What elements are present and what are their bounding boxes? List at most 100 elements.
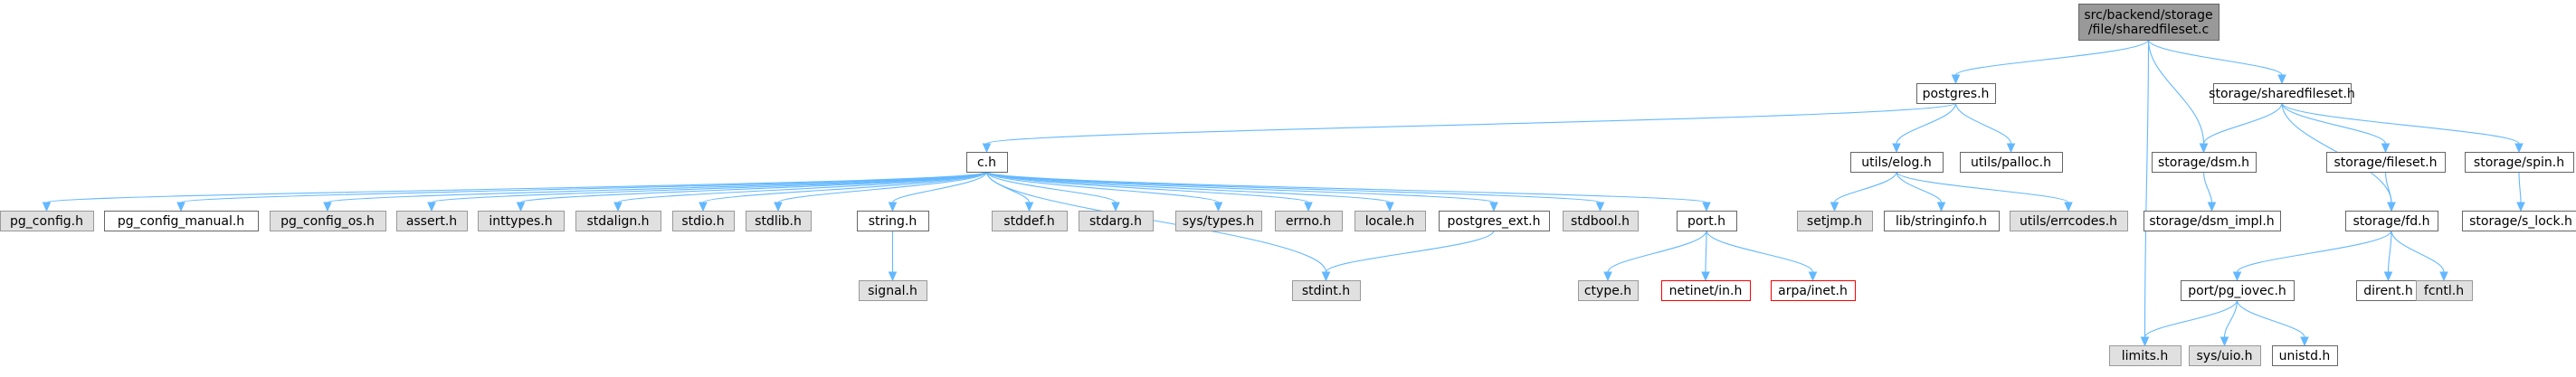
node-signal-h: signal.h <box>859 280 927 301</box>
node-label: inttypes.h <box>489 214 552 229</box>
edge-root-to-limits_h <box>2140 39 2150 347</box>
node-label: errno.h <box>1286 214 1331 229</box>
node-port-pg-iovec-h[interactable]: port/pg_iovec.h <box>2181 280 2295 301</box>
node-storage-dsm-h[interactable]: storage/dsm.h <box>2152 152 2257 173</box>
node-box <box>857 211 929 231</box>
edges-layer <box>42 39 2525 347</box>
node-netinet-in-h: netinet/in.h <box>1661 280 1751 301</box>
edge-c_h-to-string_h <box>888 171 988 212</box>
node-label: storage/spin.h <box>2474 156 2564 170</box>
nodes-layer: src/backend/storage/file/sharedfileset.c… <box>0 4 2576 366</box>
node-utils-palloc-h[interactable]: utils/palloc.h <box>1960 152 2063 173</box>
node-label: unistd.h <box>2279 349 2331 363</box>
edge-c_h-to-stdbool_h <box>985 171 1605 212</box>
node-stdbool-h: stdbool.h <box>1563 211 1639 231</box>
node-fcntl-h: fcntl.h <box>2416 280 2473 301</box>
node-box <box>1661 280 1751 301</box>
node-box <box>0 211 94 231</box>
edge-c_h-to-pg_config_h <box>42 171 988 212</box>
node-label: postgres_ext.h <box>1448 214 1541 229</box>
edge-postgres_h-to-c_h <box>982 102 1957 154</box>
node-label: signal.h <box>868 284 917 298</box>
node-arpa-inet-h: arpa/inet.h <box>1771 280 1856 301</box>
node-storage-dsm-impl-h[interactable]: storage/dsm_impl.h <box>2143 211 2281 231</box>
node-box <box>1439 211 1550 231</box>
node-label: storage/dsm_impl.h <box>2149 214 2274 229</box>
node-lib-stringinfo-h[interactable]: lib/stringinfo.h <box>1884 211 2000 231</box>
node-box <box>575 211 661 231</box>
node-label: utils/elog.h <box>1861 156 1931 170</box>
node-label: locale.h <box>1365 214 1415 229</box>
edge-storage_spin_h-to-storage_s_lock_h <box>2516 171 2525 212</box>
edge-c_h-to-pg_config_manual_h <box>176 171 988 212</box>
node-box <box>2143 211 2281 231</box>
node-postgres-h[interactable]: postgres.h <box>1916 83 1996 104</box>
edge-c_h-to-inttypes_h <box>516 171 988 212</box>
node-ctype-h: ctype.h <box>1578 280 1639 301</box>
node-root[interactable]: src/backend/storage/file/sharedfileset.c <box>2078 4 2220 41</box>
node-label: stddef.h <box>1003 214 1054 229</box>
edge-storage_dsm_h-to-storage_dsm_impl_h <box>2202 171 2217 212</box>
node-box <box>1355 211 1426 231</box>
node-box <box>2109 345 2182 366</box>
node-storage-sharedfileset-h[interactable]: storage/sharedfileset.h <box>2209 83 2355 104</box>
node-string-h[interactable]: string.h <box>857 211 929 231</box>
node-label: setjmp.h <box>1807 214 1862 229</box>
node-label: utils/errcodes.h <box>2020 214 2117 229</box>
node-c-h[interactable]: c.h <box>966 152 1008 173</box>
node-box <box>672 211 735 231</box>
node-limits-h: limits.h <box>2109 345 2182 366</box>
edge-string_h-to-signal_h <box>888 231 898 282</box>
node-utils-elog-h[interactable]: utils/elog.h <box>1850 152 1944 173</box>
node-label: src/backend/storage <box>2084 8 2212 23</box>
node-postgres-ext-h[interactable]: postgres_ext.h <box>1439 211 1550 231</box>
node-unistd-h[interactable]: unistd.h <box>2272 345 2338 366</box>
node-stdint-h: stdint.h <box>1292 280 1361 301</box>
node-label: storage/fileset.h <box>2334 156 2438 170</box>
node-stddef-h: stddef.h <box>992 211 1068 231</box>
node-label: storage/sharedfileset.h <box>2209 87 2355 101</box>
edge-c_h-to-stdalign_h <box>613 171 988 212</box>
node-box <box>2213 83 2352 104</box>
edge-postgres_h-to-utils_palloc_h <box>1954 102 2016 154</box>
node-box <box>478 211 565 231</box>
node-box <box>859 280 927 301</box>
node-label: port.h <box>1687 214 1725 229</box>
node-box <box>966 152 1008 173</box>
node-inttypes-h: inttypes.h <box>478 211 565 231</box>
node-box <box>1677 211 1737 231</box>
edge-port_pg_iovec_h-to-sys_uio_h <box>2220 299 2239 347</box>
node-box <box>2078 4 2220 41</box>
node-dirent-h[interactable]: dirent.h <box>2356 280 2421 301</box>
node-storage-fd-h[interactable]: storage/fd.h <box>2345 211 2438 231</box>
edge-storage_sharedfileset_h-to-storage_fileset_h <box>2281 102 2391 154</box>
node-label: storage/dsm.h <box>2158 156 2249 170</box>
node-assert-h: assert.h <box>396 211 468 231</box>
node-label: utils/palloc.h <box>1971 156 2051 170</box>
node-box <box>2189 345 2261 366</box>
node-storage-spin-h[interactable]: storage/spin.h <box>2465 152 2574 173</box>
node-box <box>1563 211 1639 231</box>
node-box <box>1797 211 1873 231</box>
node-box <box>1916 83 1996 104</box>
node-box <box>1771 280 1856 301</box>
node-box <box>2272 345 2338 366</box>
edge-port_h-to-ctype_h <box>1603 230 1707 282</box>
node-storage-s-lock-h[interactable]: storage/s_lock.h <box>2462 211 2576 231</box>
edge-root-to-storage_sharedfileset_h <box>2147 39 2286 85</box>
node-label: string.h <box>869 214 917 229</box>
node-port-h[interactable]: port.h <box>1677 211 1737 231</box>
node-label: lib/stringinfo.h <box>1896 214 1987 229</box>
node-pg-config-manual-h[interactable]: pg_config_manual.h <box>104 211 259 231</box>
node-label: /file/sharedfileset.c <box>2088 23 2209 37</box>
node-label: stdbool.h <box>1571 214 1630 229</box>
node-label: sys/uio.h <box>2197 349 2253 363</box>
edge-c_h-to-pg_config_os_h <box>323 171 988 212</box>
node-storage-fileset-h[interactable]: storage/fileset.h <box>2326 152 2446 173</box>
node-box <box>270 211 386 231</box>
node-setjmp-h: setjmp.h <box>1797 211 1873 231</box>
node-label: pg_config_os.h <box>280 214 375 229</box>
node-stdarg-h: stdarg.h <box>1079 211 1154 231</box>
node-errno-h: errno.h <box>1275 211 1343 231</box>
